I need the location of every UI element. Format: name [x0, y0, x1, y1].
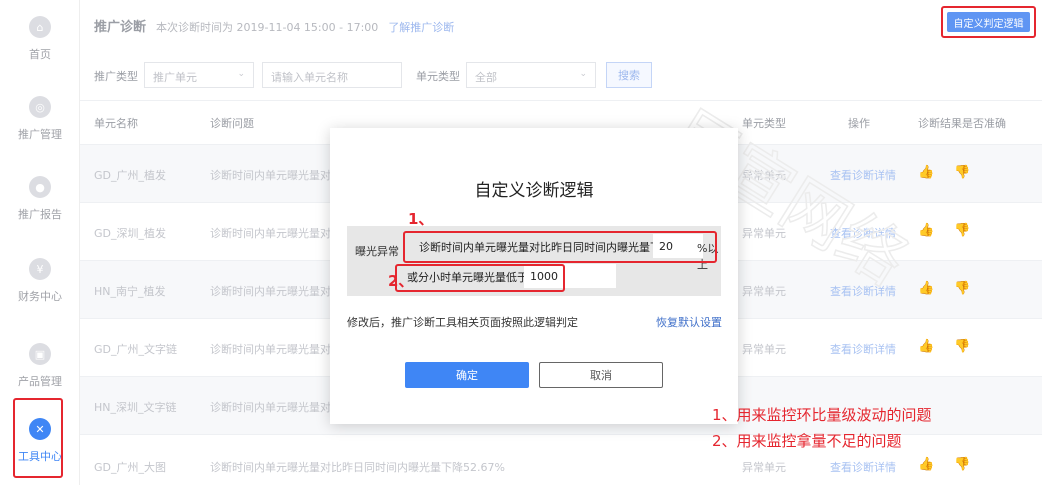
unit-type: 异常单元 [742, 169, 786, 182]
promo-type-select[interactable]: 推广单元 ⌄ [144, 62, 254, 88]
unit-name: GD_广州_植发 [94, 169, 166, 182]
diagnosis-issue: 诊断时间内单元曝光量对比 [210, 169, 342, 182]
sidebar-item-promo-report[interactable]: ● 推广报告 [0, 168, 80, 228]
page-header: 推广诊断 本次诊断时间为 2019-11-04 15:00 - 17:00 了解… [94, 16, 454, 35]
unit-type-select[interactable]: 全部 ⌄ [466, 62, 596, 88]
highlight-box-rule-2 [395, 264, 565, 292]
view-detail-link[interactable]: 查看诊断详情 [830, 227, 896, 240]
sidebar-item-promo-management[interactable]: ◎ 推广管理 [0, 88, 80, 148]
unit-type: 异常单元 [742, 227, 786, 240]
finance-icon: ¥ [29, 258, 51, 280]
thumbs-feedback[interactable]: 👍 👎 [918, 223, 979, 238]
diagnosis-issue: 诊断时间内单元曝光量对比 [210, 343, 342, 356]
unit-type-value: 全部 [475, 71, 497, 84]
sidebar: ⌂ 首页 ◎ 推广管理 ● 推广报告 ¥ 财务中心 ▣ 产品管理 ✕ 工具中心 [0, 0, 80, 485]
home-icon: ⌂ [29, 16, 51, 38]
highlight-box-rule-1 [403, 231, 717, 263]
chevron-down-icon: ⌄ [237, 69, 245, 79]
sidebar-item-label: 推广报告 [18, 208, 62, 221]
sidebar-item-label: 财务中心 [18, 290, 62, 303]
report-icon: ● [29, 176, 51, 198]
percent-unit-label: %以上 [697, 242, 719, 271]
unit-name: GD_广州_文字链 [94, 343, 177, 356]
unit-name: HN_南宁_植发 [94, 285, 166, 298]
unit-type: 异常单元 [742, 343, 786, 356]
unit-name: GD_深圳_植发 [94, 227, 166, 240]
exposure-anomaly-label: 曝光异常 [355, 245, 399, 258]
custom-logic-button[interactable]: 自定义判定逻辑 [947, 12, 1030, 32]
table-header: 单元名称 诊断问题 单元类型 操作 诊断结果是否准确 [80, 101, 1042, 141]
hourly-exposure-input[interactable] [524, 264, 616, 288]
view-detail-link[interactable]: 查看诊断详情 [830, 285, 896, 298]
sidebar-item-label: 首页 [29, 48, 51, 61]
annotation-1: 1、用来监控环比量级波动的问题 [712, 406, 932, 424]
unit-name: GD_广州_大图 [94, 461, 166, 474]
marker-2: 2、 [388, 272, 414, 290]
unit-name-input[interactable]: 请输入单元名称 [262, 62, 402, 88]
unit-name-placeholder: 请输入单元名称 [271, 71, 348, 84]
hourly-rule-text: 或分小时单元曝光量低于 [407, 271, 528, 284]
view-detail-link[interactable]: 查看诊断详情 [830, 343, 896, 356]
filter-bar: 推广类型 推广单元 ⌄ 请输入单元名称 单元类型 全部 ⌄ 搜索 [94, 62, 654, 88]
page-title: 推广诊断 [94, 20, 147, 35]
diagnosis-issue: 诊断时间内单元曝光量对比 [210, 401, 342, 414]
sidebar-item-tools[interactable]: ✕ 工具中心 [0, 410, 80, 470]
column-header: 单元名称 [94, 117, 138, 130]
marker-1: 1、 [408, 210, 434, 228]
highlight-box-tools [13, 398, 63, 478]
confirm-button[interactable]: 确定 [405, 362, 529, 388]
dialog-title: 自定义诊断逻辑 [474, 181, 594, 201]
drop-rule-text: 诊断时间内单元曝光量对比昨日同时间内曝光量下降 [419, 241, 672, 254]
custom-logic-dialog: 自定义诊断逻辑 曝光异常 诊断时间内单元曝光量对比昨日同时间内曝光量下降 %以上… [330, 128, 738, 424]
chevron-down-icon: ⌄ [579, 69, 587, 79]
table-row: GD_广州_大图 诊断时间内单元曝光量对比昨日同时间内曝光量下降52.67% 异… [80, 434, 1042, 485]
diagnosis-time: 本次诊断时间为 2019-11-04 15:00 - 17:00 [156, 21, 379, 34]
sidebar-item-label: 工具中心 [18, 450, 62, 463]
diagnosis-issue: 诊断时间内单元曝光量对比 [210, 285, 342, 298]
thumbs-feedback[interactable]: 👍 👎 [918, 165, 979, 180]
dialog-note: 修改后，推广诊断工具相关页面按照此逻辑判定 [347, 316, 578, 329]
thumbs-feedback[interactable]: 👍 👎 [918, 339, 979, 354]
promo-type-label: 推广类型 [94, 70, 138, 83]
divider [80, 100, 1042, 101]
diagnosis-issue: 诊断时间内单元曝光量对比昨日同时间内曝光量下降52.67% [210, 461, 505, 474]
column-header: 诊断问题 [210, 117, 254, 130]
column-header: 单元类型 [742, 117, 786, 130]
promo-type-value: 推广单元 [153, 71, 197, 84]
thumbs-feedback[interactable]: 👍 👎 [918, 281, 979, 296]
sidebar-item-label: 产品管理 [18, 375, 62, 388]
sidebar-item-home[interactable]: ⌂ 首页 [0, 8, 80, 68]
unit-type: 异常单元 [742, 461, 786, 474]
column-header: 诊断结果是否准确 [918, 117, 1006, 130]
diagnosis-issue: 诊断时间内单元曝光量对比 [210, 227, 342, 240]
column-header: 操作 [848, 117, 870, 130]
sidebar-item-label: 推广管理 [18, 128, 62, 141]
annotation-notes: 1、用来监控环比量级波动的问题 2、用来监控拿量不足的问题 [712, 402, 932, 454]
thumbs-feedback[interactable]: 👍 👎 [918, 457, 979, 472]
sidebar-item-finance[interactable]: ¥ 财务中心 [0, 250, 80, 310]
search-button[interactable]: 搜索 [606, 62, 652, 88]
learn-more-link[interactable]: 了解推广诊断 [388, 21, 455, 34]
reset-default-link[interactable]: 恢复默认设置 [656, 316, 722, 329]
unit-type: 异常单元 [742, 285, 786, 298]
view-detail-link[interactable]: 查看诊断详情 [830, 461, 896, 474]
tools-icon: ✕ [29, 418, 51, 440]
unit-type-label: 单元类型 [416, 70, 460, 83]
sidebar-item-products[interactable]: ▣ 产品管理 [0, 335, 80, 395]
cancel-button[interactable]: 取消 [539, 362, 663, 388]
unit-name: HN_深圳_文字链 [94, 401, 177, 414]
product-icon: ▣ [29, 343, 51, 365]
promo-icon: ◎ [29, 96, 51, 118]
drop-percent-input[interactable] [653, 234, 703, 258]
view-detail-link[interactable]: 查看诊断详情 [830, 169, 896, 182]
highlight-box-custom-logic: 自定义判定逻辑 [941, 6, 1036, 38]
annotation-2: 2、用来监控拿量不足的问题 [712, 432, 902, 450]
